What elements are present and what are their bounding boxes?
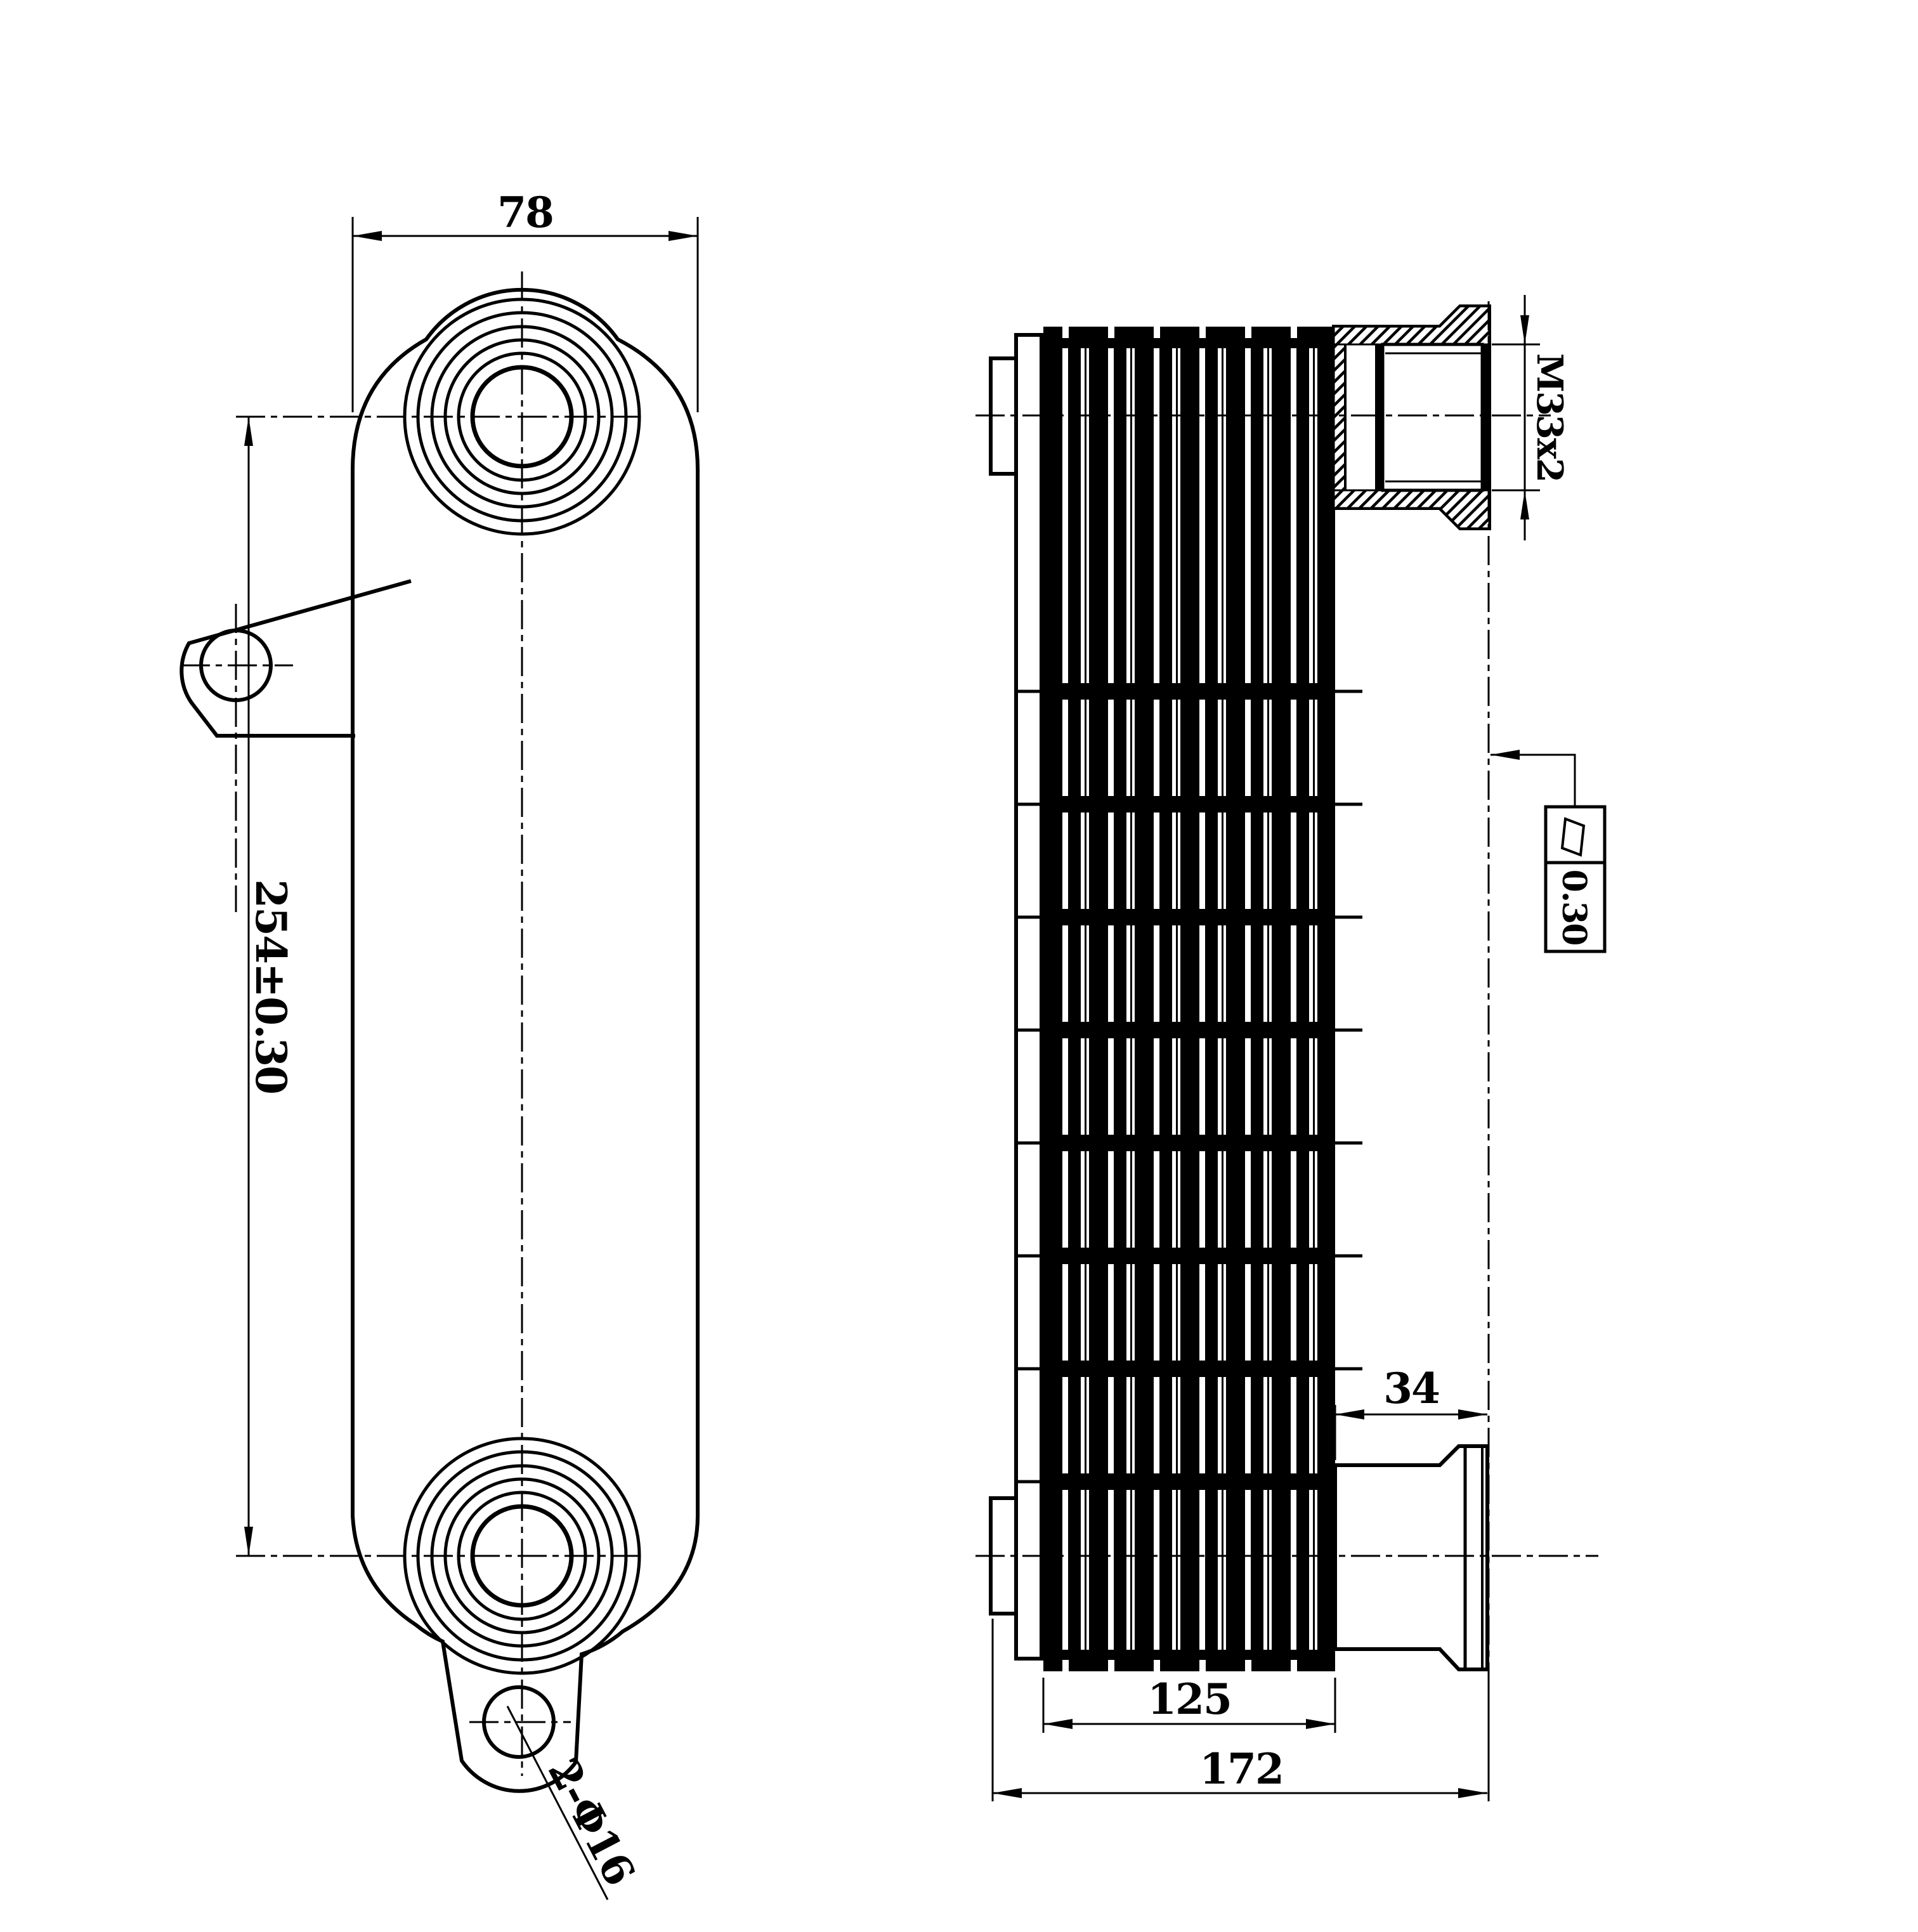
plate-stack — [1016, 325, 1362, 1673]
flatness-callout — [1491, 750, 1607, 953]
dim-width-78 — [351, 217, 699, 412]
dimension-texts: 78 254±0.30 2-Φ16 M33x2 34 125 172 0.30 — [246, 188, 1593, 1893]
dim-offset-34 — [1334, 1405, 1487, 1460]
tolerance-value-text: 0.30 — [1555, 870, 1593, 945]
dim-text-254: 254±0.30 — [246, 879, 296, 1093]
dim-text-125: 125 — [1147, 1674, 1231, 1724]
body-outline — [351, 287, 700, 1793]
end-cover-plate — [1014, 333, 1043, 1661]
dim-text-34: 34 — [1383, 1364, 1439, 1413]
dim-text-78: 78 — [497, 188, 553, 237]
dim-core-125 — [1042, 1678, 1336, 1733]
top-port-section — [1332, 304, 1491, 530]
front-view — [179, 217, 700, 1900]
side-view — [975, 295, 1607, 1801]
flatness-symbol-icon — [1560, 817, 1586, 857]
bottom-port — [1333, 1444, 1489, 1671]
dim-text-holes: 2-Φ16 — [538, 1750, 644, 1893]
threaded-bore — [1381, 343, 1484, 492]
dim-text-172: 172 — [1199, 1744, 1283, 1794]
leader-holes — [506, 1706, 609, 1900]
dim-overall-172 — [991, 1619, 1490, 1801]
side-centerlines — [975, 301, 1598, 1686]
dim-height-254 — [244, 417, 253, 1556]
upper-tab — [179, 579, 412, 738]
front-centerlines — [181, 271, 642, 1776]
dim-text-thread: M33x2 — [1529, 353, 1570, 481]
dim-thread — [1492, 295, 1540, 540]
